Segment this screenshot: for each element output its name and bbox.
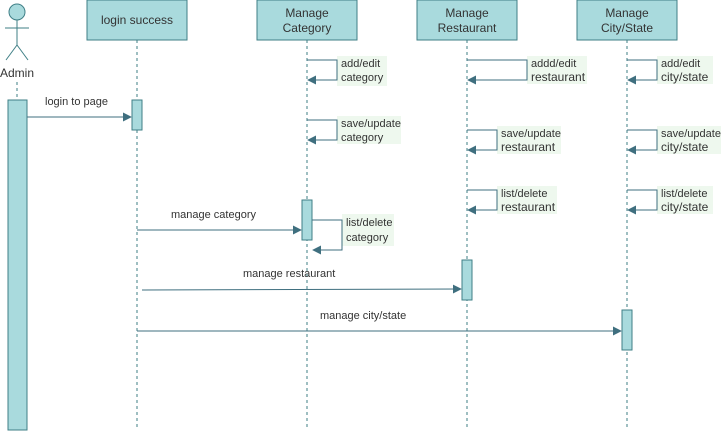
lifeline-title-line1: Manage [605,6,649,20]
self-call-label-line1: save/update [661,128,721,140]
self-call-label-line2: category [341,72,384,84]
lifeline-title-line2: Category [283,21,332,35]
city-activation [621,309,633,351]
self-call-label-line1: save/update [341,118,401,130]
self-call-label-line2: restaurant [501,200,556,214]
self-call-restaurant-save-update: save/update restaurant [467,126,561,155]
admin-activation [7,99,28,431]
self-call-category-list-delete: list/delete category [312,214,394,255]
self-call-label-line2: city/state [661,140,709,154]
self-call-restaurant-add-edit: addd/edit restaurant [467,56,587,85]
actor-label: Admin [0,66,34,80]
lifeline-manage-restaurant: Manage Restaurant [416,0,518,41]
lifeline-title: login success [101,13,173,27]
message-label: manage city/state [320,310,406,322]
self-call-category-save-update: save/update category [307,116,401,145]
admin-actor: Admin [0,3,34,80]
message-manage-city-state: manage city/state [137,310,622,336]
message-label: manage restaurant [243,268,335,280]
lifeline-title-line2: Restaurant [438,21,497,35]
self-call-label-line1: addd/edit [531,58,576,70]
lifeline-title-line2: City/State [601,21,653,35]
lifeline-title-line1: Manage [445,6,489,20]
lifeline-manage-category: Manage Category [256,0,358,41]
self-call-label-line1: add/edit [661,58,700,70]
self-call-label-line1: add/edit [341,58,380,70]
self-call-label-line2: category [346,232,389,244]
category-activation [301,199,313,241]
self-call-label-line2: city/state [661,200,709,214]
self-call-city-save-update: save/update city/state [627,126,721,155]
message-label: manage category [171,209,256,221]
self-call-restaurant-list-delete: list/delete restaurant [467,186,557,215]
lifeline-title-line1: Manage [285,6,329,20]
self-call-label-line2: city/state [661,70,709,84]
self-call-label-line1: save/update [501,128,561,140]
self-call-label-line2: restaurant [531,70,586,84]
self-call-label-line1: list/delete [346,217,392,229]
login-activation [131,99,143,131]
message-manage-restaurant: manage restaurant [141,268,462,294]
lifeline-manage-city-state: Manage City/State [576,0,678,41]
actor-stick-figure-icon [5,3,29,61]
self-call-city-list-delete: list/delete city/state [627,186,713,215]
lifeline-login-success: login success [86,0,188,41]
message-manage-category: manage category [137,209,302,235]
self-call-category-add-edit: add/edit category [307,56,387,86]
restaurant-activation [461,259,473,301]
self-call-label-line2: restaurant [501,140,556,154]
self-call-label-line2: category [341,132,384,144]
self-call-label-line1: list/delete [661,188,707,200]
message-label: login to page [45,96,108,108]
message-login-to-page: login to page [27,96,132,122]
self-call-label-line1: list/delete [501,188,547,200]
self-call-city-add-edit: add/edit city/state [627,56,713,85]
